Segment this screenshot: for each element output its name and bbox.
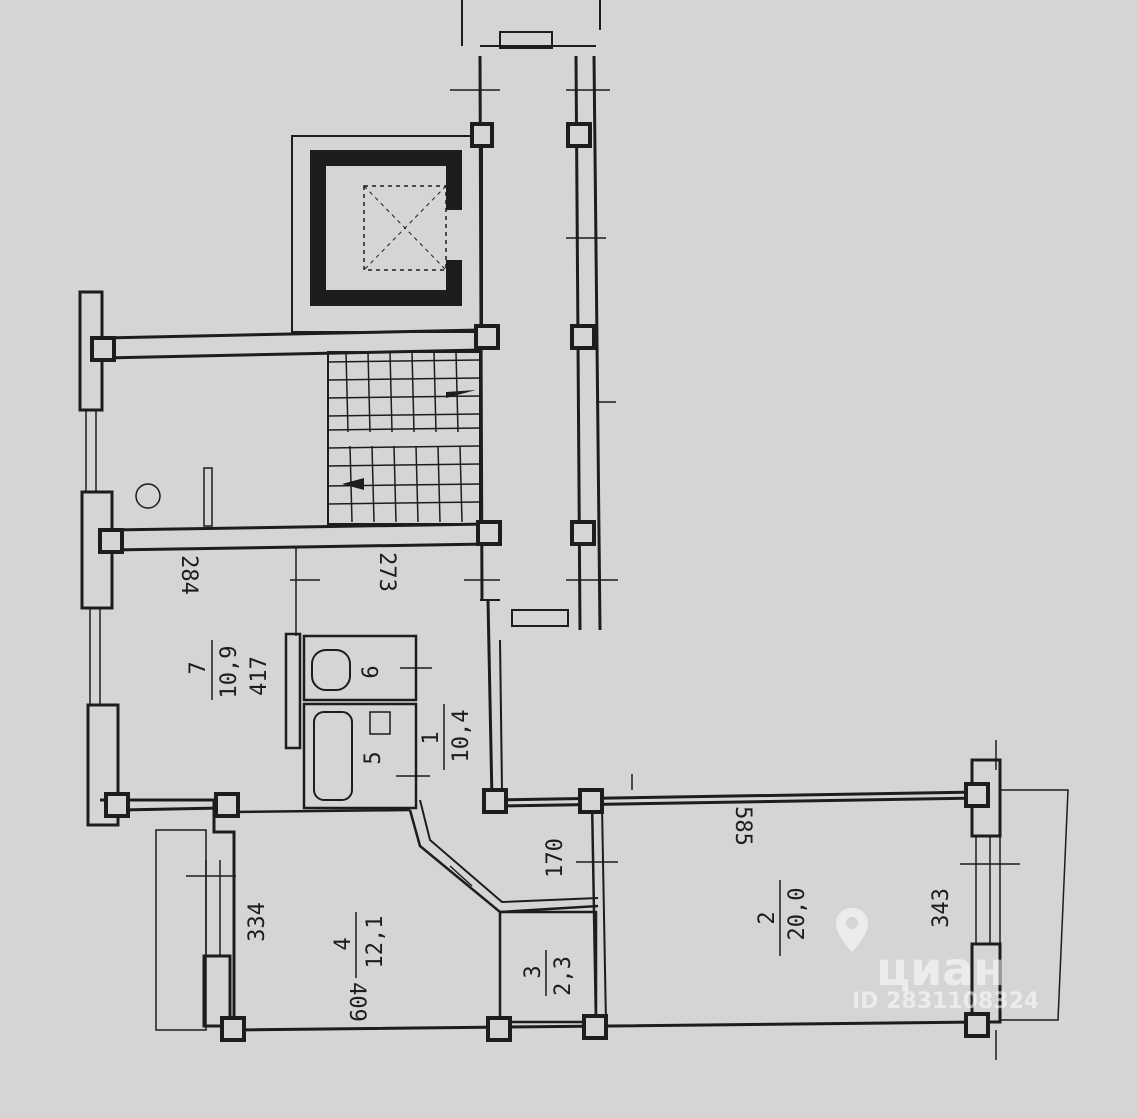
room-4-number: 4 [331, 937, 356, 950]
room-6-number: 6 [359, 665, 384, 678]
watermark: циан ID 2831108324 [836, 908, 1039, 1014]
corridor-door-bottom [511, 609, 569, 627]
map-pin-icon [836, 908, 868, 952]
watermark-id: ID 2831108324 [852, 989, 1039, 1014]
room-4-area: 12,1 [363, 916, 388, 969]
room-5-number: 5 [361, 751, 386, 764]
room-5-bath [302, 702, 418, 810]
stair-arrow-down [342, 478, 364, 490]
facade-wall-room4 [202, 954, 232, 1028]
room-3-number: 3 [521, 965, 546, 978]
stair-arrow-up [446, 390, 476, 398]
wall-ticks [186, 89, 1020, 1060]
stair-steps [327, 351, 481, 523]
dim-170: 170 [543, 838, 568, 878]
room-3-label: 3 2,3 [521, 950, 576, 996]
elevator-shaft-wall [310, 150, 462, 306]
dim-417: 417 [247, 656, 272, 696]
room-1-area: 10,4 [449, 710, 474, 763]
columns [90, 122, 990, 1042]
wall-hall-right [486, 599, 494, 801]
dim-585: 585 [730, 806, 755, 846]
sink-fixture [369, 711, 391, 735]
room-1-label: 1 10,4 [419, 704, 474, 770]
room-7-number: 7 [186, 661, 211, 674]
dim-273: 273 [374, 552, 399, 592]
wall-hall-bottom [491, 790, 981, 802]
watermark-brand: циан [876, 942, 1005, 996]
dim-343: 343 [929, 888, 954, 928]
room-7-area: 10,9 [217, 646, 242, 699]
door-marker [135, 483, 161, 509]
loggia-room4 [155, 829, 207, 1031]
room-1-number: 1 [419, 731, 444, 744]
dim-409: 409 [344, 982, 369, 1022]
balcony-room2 [999, 789, 1069, 1021]
wall-room4 [100, 798, 981, 1032]
kitchen-counter [284, 632, 302, 750]
wall-diagonal-hall [408, 809, 599, 914]
room-2-label: 2 20,0 [755, 880, 810, 956]
facade-wall-left-bot [86, 703, 120, 827]
room-7-label: 7 10,9 417 [186, 640, 272, 700]
bathtub [313, 711, 353, 801]
room-4-label: 4 12,1 [331, 912, 388, 978]
corridor-door-top [499, 31, 553, 49]
room-2-area: 20,0 [785, 888, 810, 941]
elevator-cab [363, 185, 447, 271]
dim-284: 284 [176, 555, 201, 595]
partition-stub [203, 467, 213, 527]
toilet-fixture [311, 649, 351, 691]
room-2-number: 2 [755, 911, 780, 924]
room-3-area: 2,3 [551, 956, 576, 996]
dim-334: 334 [245, 902, 270, 942]
